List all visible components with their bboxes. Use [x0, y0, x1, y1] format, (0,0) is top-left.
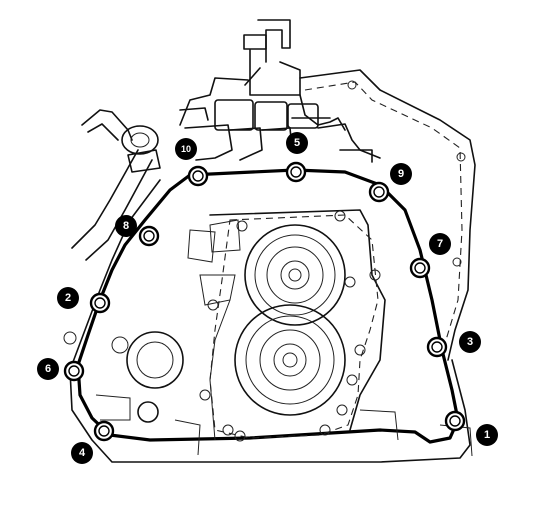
upper-gear-housing — [244, 224, 346, 326]
callout-3-label: 3 — [467, 336, 473, 348]
callout-1: 1 — [476, 424, 498, 446]
bolt-2 — [89, 292, 111, 314]
callout-10-label: 10 — [181, 144, 191, 154]
callout-8-label: 8 — [123, 220, 129, 232]
bolt-6 — [63, 360, 85, 382]
callouts: 1 2 3 4 5 6 7 8 — [37, 132, 498, 464]
callout-10: 10 — [175, 138, 197, 160]
callout-8: 8 — [115, 215, 137, 237]
callout-7: 7 — [429, 233, 451, 255]
bolt-3 — [426, 336, 448, 358]
callout-2-label: 2 — [65, 292, 71, 304]
bolt-10 — [187, 165, 209, 187]
bolt-7 — [409, 257, 431, 279]
callout-4-label: 4 — [79, 447, 86, 459]
transmission-case — [69, 168, 473, 463]
callout-4: 4 — [71, 442, 93, 464]
callout-5-label: 5 — [294, 137, 300, 149]
callout-1-label: 1 — [484, 429, 490, 441]
callout-2: 2 — [57, 287, 79, 309]
callout-5: 5 — [286, 132, 308, 154]
bolt-8 — [138, 225, 160, 247]
callout-3: 3 — [459, 331, 481, 353]
lower-gear-housing — [234, 304, 346, 416]
callout-6: 6 — [37, 358, 59, 380]
inner-gasket — [209, 214, 379, 439]
breather-and-pipes — [179, 19, 346, 131]
bolts — [63, 161, 466, 442]
rear-cover-plate — [299, 69, 476, 361]
callout-9-label: 9 — [398, 168, 404, 180]
callout-9: 9 — [390, 163, 412, 185]
bolt-1 — [444, 410, 466, 432]
side-bore — [111, 331, 184, 423]
callout-6-label: 6 — [45, 363, 51, 375]
bolt-9 — [368, 181, 390, 203]
bolt-4 — [93, 420, 115, 442]
mounting-holes — [63, 210, 381, 442]
bolt-5 — [285, 161, 307, 183]
valve-body — [179, 99, 381, 163]
callout-7-label: 7 — [437, 238, 443, 250]
